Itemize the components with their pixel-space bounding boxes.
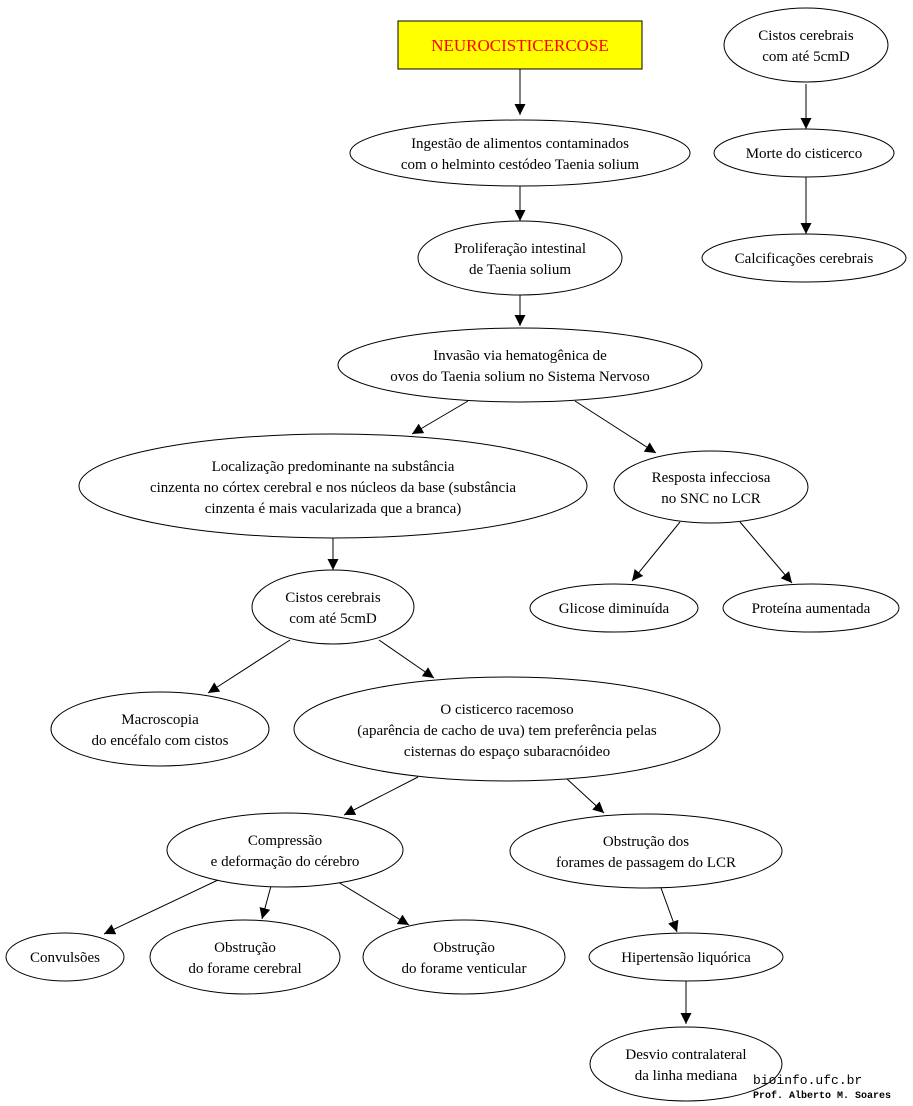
node-glicose: Glicose diminuída — [529, 583, 699, 633]
node-hipertensao-text: Hipertensão liquórica — [621, 950, 751, 966]
node-invasao: Invasão via hematogênica de ovos do Taen… — [337, 327, 703, 403]
node-racemoso-line-3: cisternas do espaço subaracnóideo — [404, 744, 610, 760]
node-racemoso: O cisticerco racemoso (aparência de cach… — [293, 676, 721, 782]
node-obstrucao-cerebral: Obstrução do forame cerebral — [149, 919, 341, 995]
node-cistos-main: Cistos cerebrais com até 5cmD — [251, 569, 415, 645]
node-obstrucao-forames-line-1: Obstrução dos — [603, 834, 689, 850]
node-proteina-text: Proteína aumentada — [752, 601, 871, 617]
node-desvio-line-2: da linha mediana — [635, 1068, 738, 1084]
node-racemoso-line-2: (aparência de cacho de uva) tem preferên… — [357, 723, 657, 739]
node-resposta: Resposta infecciosa no SNC no LCR — [613, 450, 809, 524]
node-resposta-line-1: Resposta infecciosa — [652, 470, 771, 486]
node-compressao: Compressão e deformação do cérebro — [166, 812, 404, 888]
node-proliferacao: Proliferação intestinal de Taenia solium — [417, 220, 623, 296]
node-ingestao-line-1: Ingestão de alimentos contaminados — [411, 136, 629, 152]
node-localizacao-line-3: cinzenta é mais vacularizada que a branc… — [205, 501, 462, 517]
node-resposta-line-2: no SNC no LCR — [661, 491, 761, 507]
edge-resposta-glicose — [631, 521, 681, 582]
node-obstrucao-forames-line-2: forames de passagem do LCR — [556, 855, 736, 871]
node-obstrucao-cerebral-line-2: do forame cerebral — [188, 961, 301, 977]
node-localizacao-line-2: cinzenta no córtex cerebral e nos núcleo… — [150, 480, 516, 496]
edge-racemoso-obstrucao — [566, 778, 605, 814]
edge-cistos-macroscopia — [207, 639, 291, 694]
edges — [103, 69, 812, 1024]
node-obstrucao-venticular-line-2: do forame venticular — [402, 961, 527, 977]
node-morte: Morte do cisticerco — [713, 128, 895, 178]
node-proliferacao-line-1: Proliferação intestinal — [454, 241, 586, 257]
node-title: NEUROCISTICERCOSE — [397, 20, 643, 70]
node-obstrucao-venticular: Obstrução do forame venticular — [362, 919, 566, 995]
node-cistos-right-line-1: Cistos cerebrais — [758, 28, 854, 44]
node-obstrucao-forames: Obstrução dos forames de passagem do LCR — [509, 813, 783, 889]
node-compressao-line-1: Compressão — [248, 833, 322, 849]
node-macroscopia: Macroscopia do encéfalo com cistos — [50, 691, 270, 767]
edge-resposta-proteina — [739, 521, 793, 584]
credit-site: bioinfo.ufc.br — [753, 1073, 862, 1088]
node-desvio-line-1: Desvio contralateral — [625, 1047, 746, 1063]
node-obstrucao-venticular-line-1: Obstrução — [433, 940, 495, 956]
node-invasao-line-2: ovos do Taenia solium no Sistema Nervoso — [390, 369, 649, 385]
node-invasao-line-1: Invasão via hematogênica de — [433, 348, 607, 364]
edge-obstrucao-hipertensao — [660, 887, 679, 933]
node-calcificacoes: Calcificações cerebrais — [701, 233, 907, 283]
node-racemoso-line-1: O cisticerco racemoso — [440, 702, 573, 718]
node-macroscopia-line-1: Macroscopia — [121, 712, 199, 728]
node-ingestao: Ingestão de alimentos contaminados com o… — [349, 119, 691, 187]
edge-compressao-obstrucao-venticular — [337, 881, 410, 926]
node-convulsoes: Convulsões — [5, 932, 125, 982]
edge-racemoso-compressao — [343, 776, 419, 816]
node-compressao-line-2: e deformação do cérebro — [211, 854, 360, 870]
node-title-text: NEUROCISTICERCOSE — [431, 36, 609, 55]
node-macroscopia-line-2: do encéfalo com cistos — [91, 733, 228, 749]
node-localizacao: Localização predominante na substância c… — [78, 433, 588, 539]
node-obstrucao-cerebral-line-1: Obstrução — [214, 940, 276, 956]
node-convulsoes-text: Convulsões — [30, 950, 100, 966]
node-cistos-right: Cistos cerebrais com até 5cmD — [723, 7, 889, 83]
credits: bioinfo.ufc.br Prof. Alberto M. Soares — [753, 1073, 891, 1102]
node-cistos-main-line-1: Cistos cerebrais — [285, 590, 381, 606]
edge-invasao-resposta — [574, 400, 657, 454]
edge-compressao-convulsoes — [103, 879, 219, 935]
edge-invasao-localizacao — [411, 400, 469, 435]
node-proliferacao-line-2: de Taenia solium — [469, 262, 571, 278]
node-localizacao-line-1: Localização predominante na substância — [212, 459, 455, 475]
node-ingestao-line-2: com o helminto cestódeo Taenia solium — [401, 157, 640, 173]
node-cistos-right-line-2: com até 5cmD — [762, 49, 850, 65]
node-proteina: Proteína aumentada — [722, 583, 900, 633]
node-hipertensao: Hipertensão liquórica — [588, 932, 784, 982]
node-morte-text: Morte do cisticerco — [746, 146, 863, 162]
edge-cistos-racemoso — [378, 639, 435, 679]
credit-author: Prof. Alberto M. Soares — [753, 1090, 891, 1102]
node-desvio: Desvio contralateral da linha mediana — [589, 1026, 783, 1102]
node-glicose-text: Glicose diminuída — [559, 601, 670, 617]
node-cistos-main-line-2: com até 5cmD — [289, 611, 377, 627]
edge-compressao-obstrucao-cerebral — [259, 885, 272, 920]
node-calcificacoes-text: Calcificações cerebrais — [735, 251, 874, 267]
